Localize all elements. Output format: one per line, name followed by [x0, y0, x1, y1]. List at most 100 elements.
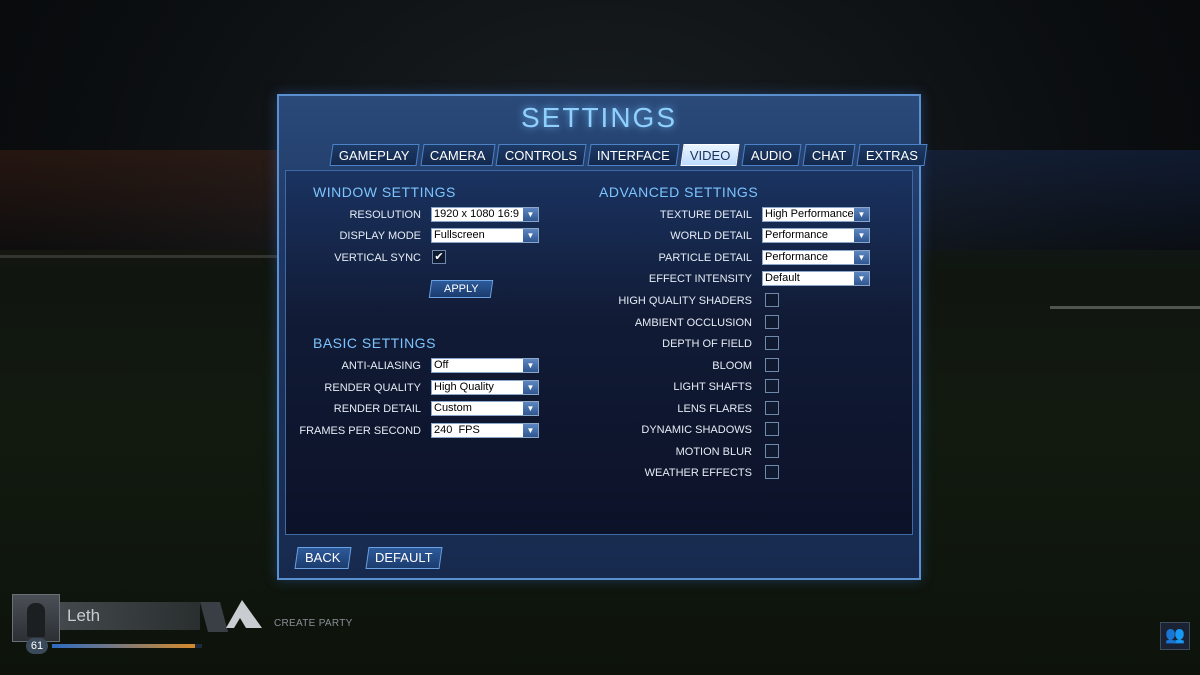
settings-panel: SETTINGS GAMEPLAY CAMERA CONTROLS INTERF… — [277, 94, 929, 580]
background-glow-right — [900, 150, 1200, 270]
tab-chat[interactable]: CHAT — [802, 144, 857, 166]
chevron-down-icon: ▼ — [523, 229, 538, 242]
dynamic-shadows-checkbox[interactable] — [765, 422, 779, 436]
level-badge: 61 — [26, 638, 48, 654]
texture-detail-value: High Performance — [765, 208, 854, 220]
back-button-label: BACK — [305, 550, 341, 565]
render-detail-value: Custom — [434, 402, 472, 414]
effect-intensity-value: Default — [765, 272, 800, 284]
light-shafts-checkbox[interactable] — [765, 379, 779, 393]
bloom-checkbox[interactable] — [765, 358, 779, 372]
back-button[interactable]: BACK — [294, 547, 352, 569]
tab-label: GAMEPLAY — [338, 148, 410, 163]
settings-title: SETTINGS — [520, 102, 677, 133]
weather-effects-checkbox[interactable] — [765, 465, 779, 479]
basic-settings-heading: BASIC SETTINGS — [313, 335, 436, 351]
effect-intensity-label: EFFECT INTENSITY — [648, 273, 752, 285]
advanced-settings-heading: ADVANCED SETTINGS — [599, 184, 759, 200]
player-name: Leth — [67, 606, 101, 625]
tab-label: AUDIO — [750, 148, 792, 163]
world-detail-value: Performance — [765, 229, 828, 241]
apply-button[interactable]: APPLY — [428, 280, 494, 298]
resolution-dropdown[interactable]: 1920 x 1080 16:9 ▼ — [431, 207, 539, 222]
default-button[interactable]: DEFAULT — [365, 547, 443, 569]
high-quality-shaders-checkbox[interactable] — [765, 293, 779, 307]
vertical-sync-checkbox[interactable]: ✔ — [432, 250, 446, 264]
ambient-occlusion-label: AMBIENT OCCLUSION — [634, 317, 752, 329]
vertical-sync-label: VERTICAL SYNC — [334, 252, 421, 264]
xp-progress-fill — [52, 644, 195, 648]
world-detail-label: WORLD DETAIL — [670, 230, 752, 242]
name-plate — [60, 602, 200, 630]
render-quality-label: RENDER QUALITY — [324, 382, 421, 394]
display-mode-dropdown[interactable]: Fullscreen ▼ — [431, 228, 539, 243]
light-shafts-label: LIGHT SHAFTS — [673, 381, 752, 393]
tab-label: VIDEO — [690, 148, 731, 163]
anti-aliasing-value: Off — [434, 359, 449, 371]
world-detail-dropdown[interactable]: Performance ▼ — [762, 228, 870, 243]
fps-dropdown[interactable]: 240 FPS ▼ — [431, 423, 539, 438]
tab-extras[interactable]: EXTRAS — [856, 144, 929, 166]
field-line — [1050, 306, 1200, 309]
anti-aliasing-label: ANTI-ALIASING — [341, 360, 421, 372]
checkmark-icon: ✔ — [434, 251, 444, 263]
fps-value: 240 FPS — [434, 424, 480, 436]
lens-flares-checkbox[interactable] — [765, 401, 779, 415]
tab-camera[interactable]: CAMERA — [420, 144, 495, 166]
bloom-label: BLOOM — [712, 360, 752, 372]
settings-tabs: GAMEPLAY CAMERA CONTROLS INTERFACE VIDEO… — [329, 144, 929, 166]
chevron-down-icon: ▼ — [523, 424, 538, 437]
tab-interface[interactable]: INTERFACE — [587, 144, 680, 166]
player-bar: Leth 61 CREATE PARTY 👥 — [0, 590, 1200, 660]
ambient-occlusion-checkbox[interactable] — [765, 315, 779, 329]
texture-detail-dropdown[interactable]: High Performance ▼ — [762, 207, 870, 222]
motion-blur-label: MOTION BLUR — [675, 446, 752, 458]
create-party-label[interactable]: CREATE PARTY — [274, 618, 353, 629]
render-detail-dropdown[interactable]: Custom ▼ — [431, 401, 539, 416]
tab-gameplay[interactable]: GAMEPLAY — [329, 144, 420, 166]
texture-detail-label: TEXTURE DETAIL — [659, 209, 752, 221]
xp-progress-bar — [52, 644, 202, 648]
background-glow-left — [0, 150, 300, 270]
fps-label: FRAMES PER SECOND — [299, 425, 421, 437]
motion-blur-checkbox[interactable] — [765, 444, 779, 458]
tab-label: CAMERA — [429, 148, 486, 163]
anti-aliasing-dropdown[interactable]: Off ▼ — [431, 358, 539, 373]
tab-controls[interactable]: CONTROLS — [495, 144, 587, 166]
chevron-down-icon: ▼ — [523, 402, 538, 415]
tab-label: CONTROLS — [505, 148, 578, 163]
avatar-figure — [27, 603, 45, 637]
weather-effects-label: WEATHER EFFECTS — [644, 467, 752, 479]
friends-button[interactable]: 👥 — [1160, 622, 1190, 650]
tab-label: INTERFACE — [597, 148, 671, 163]
chevron-down-icon: ▼ — [854, 272, 869, 285]
particle-detail-dropdown[interactable]: Performance ▼ — [762, 250, 870, 265]
particle-detail-value: Performance — [765, 251, 828, 263]
window-settings-heading: WINDOW SETTINGS — [313, 184, 456, 200]
display-mode-label: DISPLAY MODE — [339, 230, 421, 242]
settings-content: WINDOW SETTINGS RESOLUTION 1920 x 1080 1… — [285, 170, 913, 535]
resolution-value: 1920 x 1080 16:9 — [434, 208, 520, 220]
default-button-label: DEFAULT — [375, 550, 433, 565]
tab-label: CHAT — [811, 148, 847, 163]
render-quality-dropdown[interactable]: High Quality ▼ — [431, 380, 539, 395]
chevron-down-icon: ▼ — [523, 208, 538, 221]
effect-intensity-dropdown[interactable]: Default ▼ — [762, 271, 870, 286]
avatar[interactable] — [12, 594, 60, 642]
apply-button-label: APPLY — [443, 283, 479, 295]
lens-flares-label: LENS FLARES — [677, 403, 752, 415]
tab-audio[interactable]: AUDIO — [741, 144, 802, 166]
friends-icon: 👥 — [1165, 627, 1185, 644]
chevron-down-icon: ▼ — [523, 381, 538, 394]
resolution-label: RESOLUTION — [349, 209, 421, 221]
tab-label: EXTRAS — [866, 148, 919, 163]
rank-emblem-icon — [200, 600, 262, 632]
tab-video[interactable]: VIDEO — [680, 144, 741, 166]
chevron-down-icon: ▼ — [523, 359, 538, 372]
render-quality-value: High Quality — [434, 381, 494, 393]
particle-detail-label: PARTICLE DETAIL — [658, 252, 752, 264]
depth-of-field-label: DEPTH OF FIELD — [662, 338, 752, 350]
depth-of-field-checkbox[interactable] — [765, 336, 779, 350]
chevron-down-icon: ▼ — [854, 229, 869, 242]
chevron-down-icon: ▼ — [854, 251, 869, 264]
